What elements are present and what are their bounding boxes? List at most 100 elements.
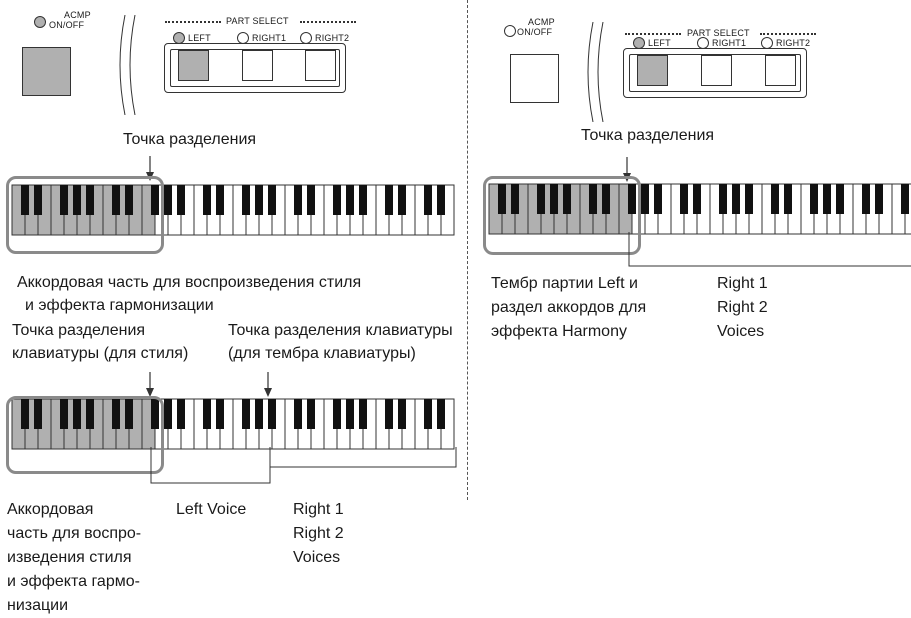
- split-style-label-line2: клавиатуры (для стиля): [12, 345, 189, 362]
- black-key: [112, 185, 120, 215]
- black-key: [398, 185, 406, 215]
- chord-caption-2-line1: Аккордовая: [7, 501, 94, 518]
- left-caption-3: Тембр партии Left и раздел аккордов для …: [491, 272, 691, 344]
- chord-caption-1-line2: и эффекта гармонизации: [25, 297, 214, 314]
- right-voices-2-line3: Voices: [293, 549, 341, 566]
- keyboard-3: [488, 183, 911, 235]
- right-voices-2: Right 1 Right 2 Voices: [293, 498, 344, 570]
- right2-button-2[interactable]: [765, 55, 796, 86]
- black-key: [346, 185, 354, 215]
- chord-caption-2-line5: низации: [7, 597, 69, 614]
- split-style-label-line1: Точка разделения: [12, 322, 146, 339]
- black-key: [641, 184, 649, 214]
- black-key: [359, 399, 367, 429]
- right-voices-3-line2: Right 2: [717, 299, 768, 316]
- right2-button[interactable]: [305, 50, 336, 81]
- black-key: [602, 184, 610, 214]
- black-key: [177, 185, 185, 215]
- left-label: LEFT: [188, 33, 211, 43]
- chord-caption-2: Аккордовая часть для воспро- изведения с…: [7, 498, 157, 618]
- black-key: [784, 184, 792, 214]
- left-button-2[interactable]: [637, 55, 668, 86]
- split-arrow-style: [146, 372, 154, 397]
- right1-button-2[interactable]: [701, 55, 732, 86]
- chord-caption-2-line2: часть для воспро-: [7, 525, 142, 542]
- right1-label: RIGHT1: [252, 33, 287, 43]
- split-point-label-3: Точка разделения: [581, 127, 715, 144]
- black-key: [164, 185, 172, 215]
- black-key: [60, 399, 68, 429]
- black-key: [125, 399, 133, 429]
- chord-caption-1-line1: Аккордовая часть для воспроизведения сти…: [17, 274, 362, 291]
- black-key: [125, 185, 133, 215]
- black-key: [810, 184, 818, 214]
- black-key: [424, 399, 432, 429]
- black-key: [60, 185, 68, 215]
- black-key: [21, 399, 29, 429]
- black-key: [719, 184, 727, 214]
- right-voices-3-line1: Right 1: [717, 275, 768, 292]
- black-key: [823, 184, 831, 214]
- black-key: [268, 185, 276, 215]
- acmp-label-2-2: ON/OFF: [517, 27, 553, 37]
- left-button[interactable]: [178, 50, 209, 81]
- black-key: [255, 185, 263, 215]
- part-select-rule-right-2: [760, 33, 816, 35]
- black-key: [294, 399, 302, 429]
- black-key: [437, 399, 445, 429]
- black-key: [242, 185, 250, 215]
- black-key: [268, 399, 276, 429]
- black-key: [680, 184, 688, 214]
- black-key: [177, 399, 185, 429]
- black-key: [216, 185, 224, 215]
- panel-break-icon-2: [587, 22, 604, 122]
- left-label-2: LEFT: [648, 38, 671, 48]
- black-key: [437, 185, 445, 215]
- black-key: [745, 184, 753, 214]
- black-key: [511, 184, 519, 214]
- part-select-label: PART SELECT: [226, 16, 289, 26]
- black-key: [732, 184, 740, 214]
- black-key: [73, 399, 81, 429]
- left-caption-3-line3: эффекта Harmony: [491, 323, 627, 340]
- black-key: [34, 185, 42, 215]
- acmp-led: [34, 16, 46, 28]
- black-key: [836, 184, 844, 214]
- black-key: [628, 184, 636, 214]
- black-key: [333, 399, 341, 429]
- black-key: [86, 185, 94, 215]
- part-select-rule-right: [300, 21, 356, 23]
- acmp-label-1: ACMP: [64, 10, 91, 20]
- split-point-label-1: Точка разделения: [123, 131, 257, 148]
- black-key: [385, 185, 393, 215]
- right1-button[interactable]: [242, 50, 273, 81]
- black-key: [151, 399, 159, 429]
- black-key: [242, 399, 250, 429]
- acmp-on-off-button[interactable]: [22, 47, 71, 96]
- black-key: [255, 399, 263, 429]
- left-caption-3-line1: Тембр партии Left и: [491, 275, 638, 292]
- black-key: [151, 185, 159, 215]
- right1-label-2: RIGHT1: [712, 38, 747, 48]
- black-key: [307, 399, 315, 429]
- right-voices-3: Right 1 Right 2 Voices: [717, 272, 768, 344]
- black-key: [875, 184, 883, 214]
- panel-break-icon: [119, 15, 136, 115]
- part-select-frame: [164, 43, 346, 93]
- acmp-on-off-button-2[interactable]: [510, 54, 559, 103]
- range-brackets-2: [150, 447, 457, 484]
- keyboard-1: [11, 184, 455, 236]
- black-key: [112, 399, 120, 429]
- black-key: [346, 399, 354, 429]
- black-key: [73, 185, 81, 215]
- acmp-label-2: ON/OFF: [49, 20, 85, 30]
- chord-caption-2-line3: изведения стиля: [7, 549, 132, 566]
- acmp-led-2: [504, 25, 516, 37]
- black-key: [537, 184, 545, 214]
- black-key: [862, 184, 870, 214]
- black-key: [34, 399, 42, 429]
- right-voices-2-line2: Right 2: [293, 525, 344, 542]
- black-key: [203, 399, 211, 429]
- black-key: [307, 185, 315, 215]
- right-voices-3-line3: Voices: [717, 323, 765, 340]
